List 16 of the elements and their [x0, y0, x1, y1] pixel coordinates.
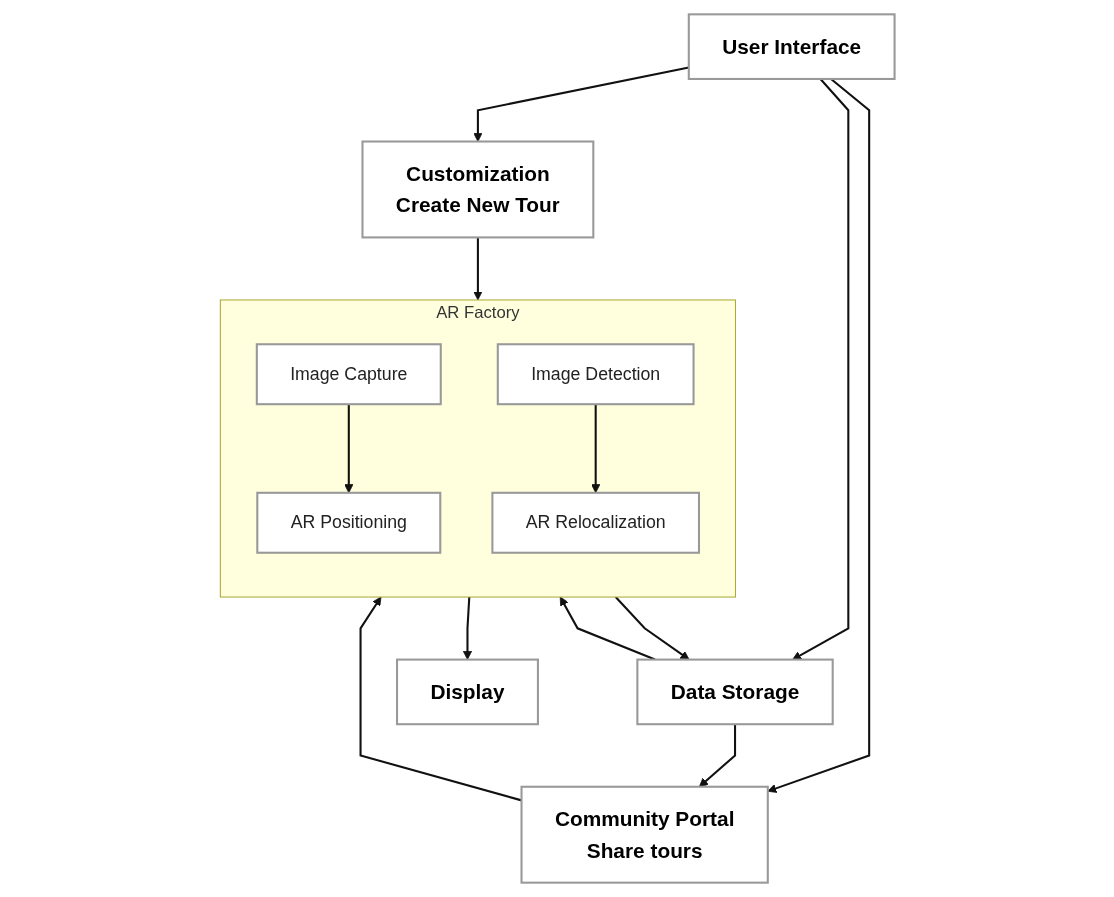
arrow — [472, 237, 483, 301]
node-box: Image Detection — [496, 343, 695, 406]
node-box: AR Relocalization — [490, 491, 700, 554]
node-box: AR Positioning — [255, 491, 441, 554]
node-box: User Interface — [687, 13, 896, 80]
node-box: Community Portal Share tours — [520, 785, 769, 884]
node-box: Customization Create New Tour — [361, 140, 594, 239]
arrow — [614, 596, 690, 660]
node-box: Image Capture — [255, 343, 442, 406]
node-box: Data Storage — [635, 658, 834, 726]
arrow — [359, 596, 522, 802]
arrow — [462, 596, 472, 660]
arrow — [791, 78, 849, 660]
arrow — [766, 78, 870, 793]
arrow — [472, 66, 689, 142]
node-box: Display — [395, 658, 539, 726]
